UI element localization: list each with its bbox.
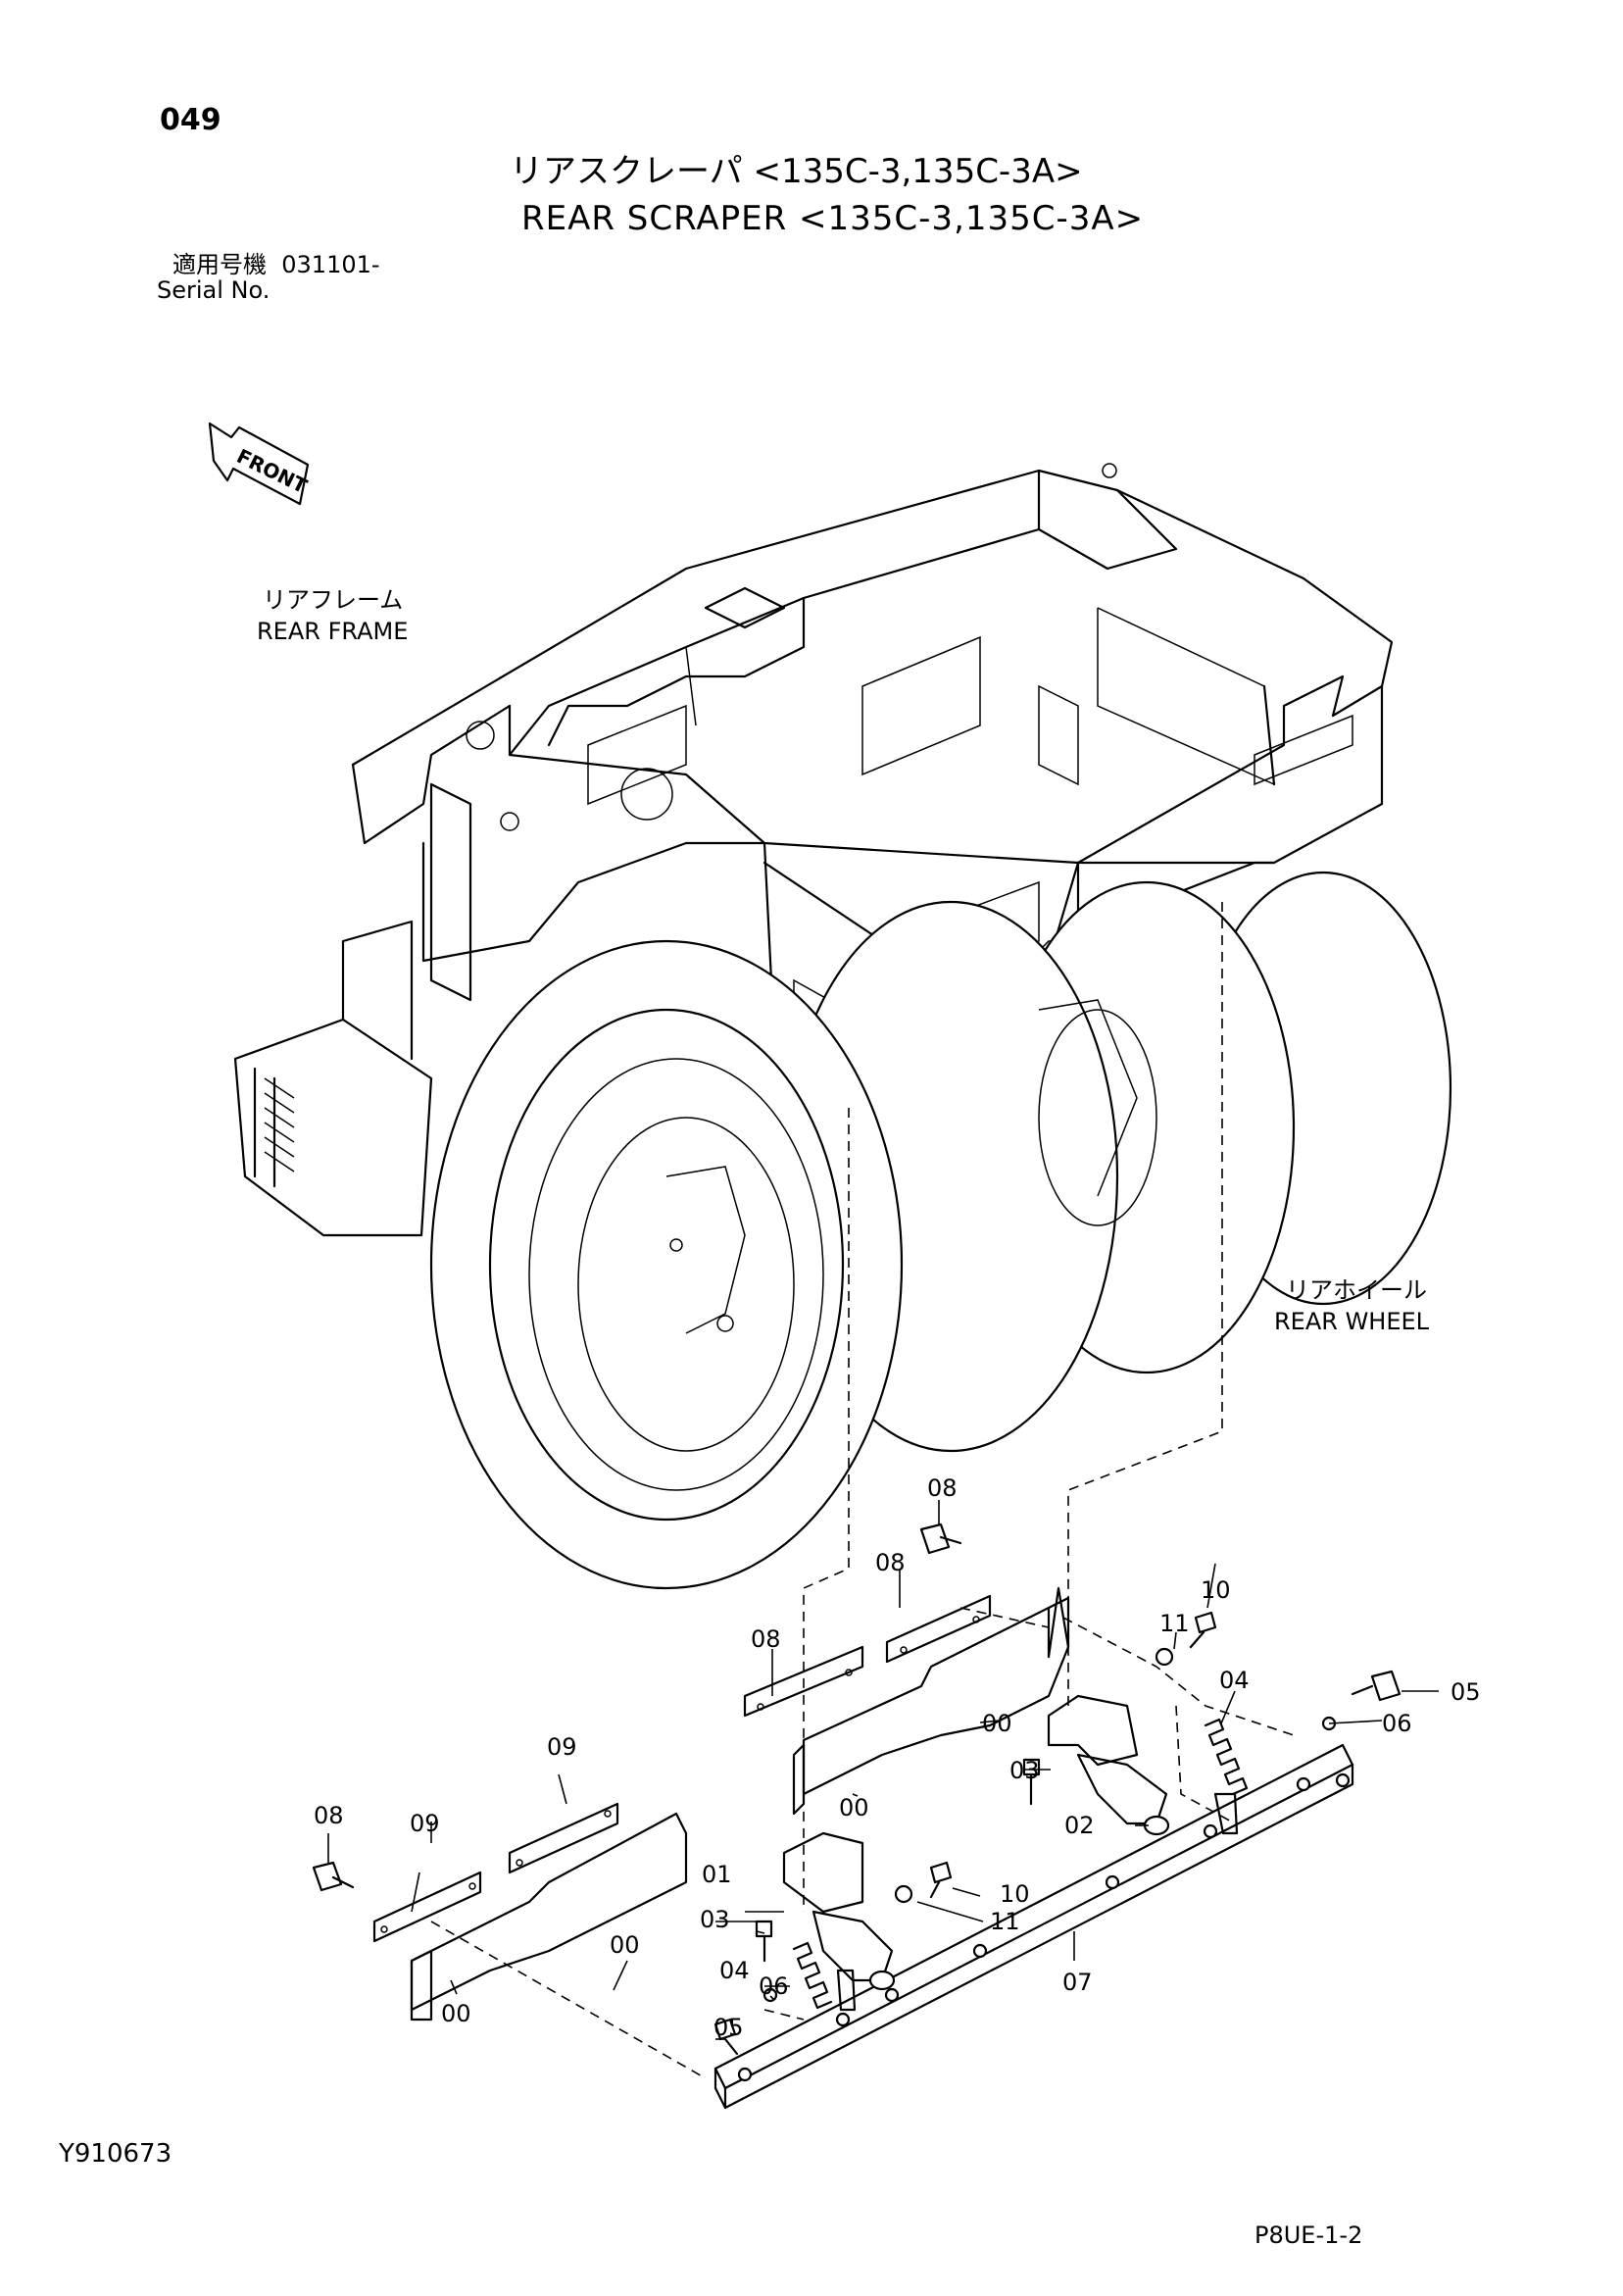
page-number: 049 [160,103,221,137]
callout-04-lower: 04 [719,1957,750,1984]
rear-frame-label-jp: リアフレーム [263,586,404,614]
callout-00-left-a: 00 [610,1931,640,1959]
serial-label-english: Serial No. [157,276,270,304]
step-platform [233,920,433,1237]
rear-wheel-label-en: REAR WHEEL [1274,1308,1430,1335]
front-arrow-icon: FRONT [208,422,311,506]
scraper-plates-right [743,1586,1070,1816]
callout-00-left-b: 00 [441,2000,471,2027]
callout-09-upper-b: 08 [751,1625,781,1653]
callout-01: 01 [702,1861,732,1888]
callout-09-left-b: 09 [410,1810,440,1837]
serial-value: 031101- [281,251,380,278]
callout-04-upper: 04 [1219,1667,1250,1694]
callout-leaders [327,1500,1439,2040]
callout-05-lower: 05 [713,2014,744,2041]
callout-labels: 08 08 08 10 11 04 05 06 00 00 03 02 09 0… [314,1474,1481,2041]
callout-06-lower: 06 [759,1972,789,2000]
callout-00-upper-a: 00 [982,1710,1012,1737]
callout-06-upper: 06 [1382,1710,1412,1737]
springs [792,1718,1249,2010]
callout-05-upper: 05 [1451,1678,1481,1706]
callout-11-lower: 11 [990,1908,1020,1935]
scraper-bar [713,1743,1354,2110]
callout-03-lower: 03 [700,1906,730,1933]
rear-frame-label-en: REAR FRAME [257,618,409,645]
rear-wheel-label-jp: リアホイール [1286,1276,1427,1304]
callout-10-upper: 10 [1201,1576,1231,1604]
serial-label-japanese: 適用号機 [172,251,267,278]
title-english: REAR SCRAPER <135C-3,135C-3A> [521,199,1145,238]
callout-08-left: 08 [314,1802,344,1829]
bracket-left [782,1831,896,2012]
callout-07: 07 [1062,1969,1093,1996]
title-japanese: リアスクレーパ <135C-3,135C-3A> [510,152,1083,191]
callout-11-upper: 11 [1159,1610,1190,1637]
callout-00-upper-b: 00 [839,1794,869,1822]
serial-row-japanese: 適用号機 031101- [172,253,380,276]
rear-wheel [429,871,1452,1590]
bolts [312,1522,1402,2056]
callout-03-upper: 03 [1009,1757,1040,1784]
callout-08-upper: 08 [927,1474,958,1502]
callout-10-lower: 10 [1000,1880,1030,1908]
callout-09-upper-a: 08 [875,1549,906,1576]
scraper-plates-left [372,1802,688,2021]
callout-02: 02 [1064,1812,1095,1839]
callout-09-left-a: 09 [547,1733,577,1761]
page-code: P8UE-1-2 [1254,2221,1363,2249]
drawing-number: Y910673 [59,2139,172,2169]
